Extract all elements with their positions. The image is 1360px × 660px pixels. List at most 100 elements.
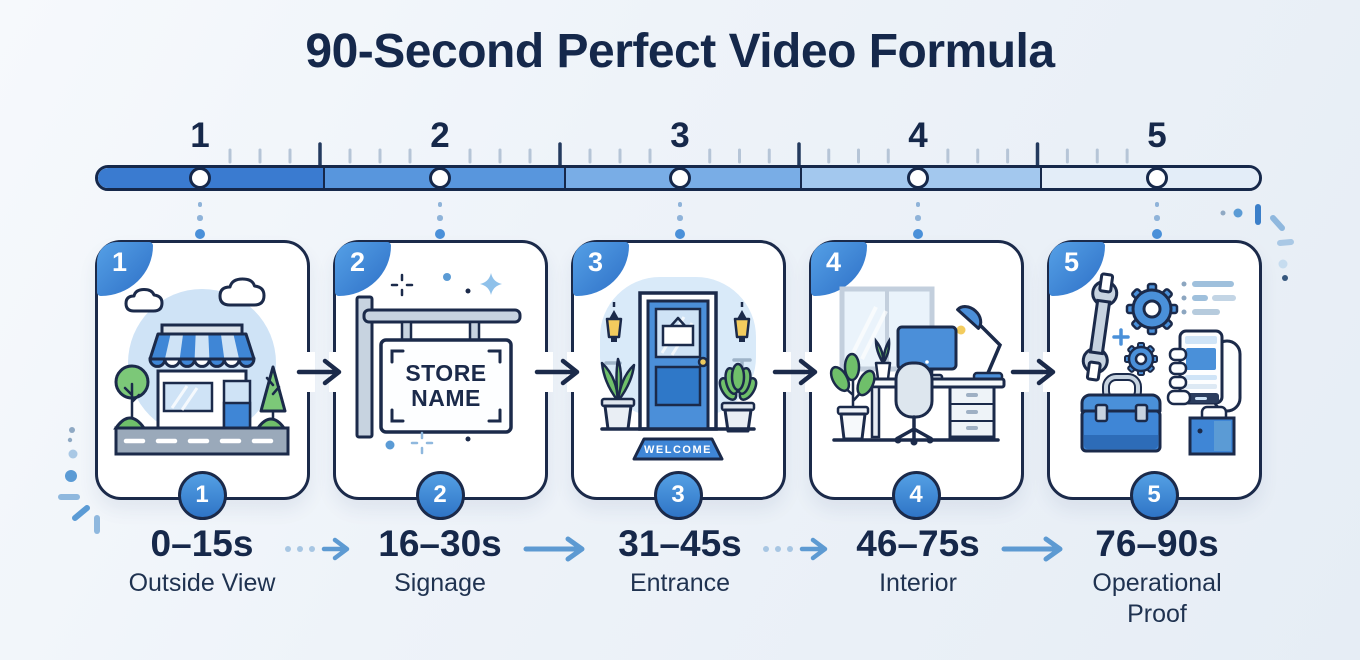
gear-icon [1124, 342, 1158, 376]
gear-icon [1125, 282, 1179, 336]
potted-plant-icon [718, 362, 758, 433]
step-caption: 31–45s Entrance [565, 524, 795, 599]
step-corner-number: 5 [1064, 247, 1080, 277]
lantern-icon [733, 302, 751, 342]
step-label: Interior [879, 569, 957, 597]
step-label: Signage [394, 569, 486, 597]
step-card-signage: 2 STORE NAME 2 [333, 240, 548, 520]
step-time: 46–75s [856, 523, 980, 564]
office-chair-icon [894, 361, 934, 446]
connector-dots [912, 200, 924, 242]
store-sign-text-line1: STORE [405, 360, 486, 386]
store-sign-text-line2: NAME [411, 385, 481, 411]
step-number-badge: 5 [1129, 471, 1179, 520]
next-step-arrow-icon [534, 352, 579, 392]
page-title: 90-Second Perfect Video Formula [305, 25, 1055, 78]
step-time: 0–15s [150, 523, 254, 564]
step-card-operational-proof: 5 [1047, 240, 1262, 520]
step-caption: 46–75s Interior [803, 524, 1033, 599]
sign-board [379, 338, 513, 434]
lantern-icon [605, 302, 623, 342]
plus-icon [1112, 328, 1130, 346]
tools-and-phone-illustration [1080, 272, 1242, 456]
step-label: Operational Proof [1092, 569, 1222, 628]
sign-crossbar [362, 308, 522, 324]
step-number-badge: 1 [177, 471, 227, 520]
step-caption: 0–15s Outside View [87, 524, 317, 599]
desk-drawers [948, 385, 996, 439]
next-step-arrow-icon [1010, 352, 1055, 392]
step-corner-badge: 3 [573, 242, 629, 296]
solid-arrow-icon [518, 531, 602, 567]
timeline-marker-number: 5 [1147, 116, 1167, 155]
sparkle-dot [465, 288, 471, 294]
storefront-illustration [113, 277, 290, 456]
sparkle-decoration-left [58, 427, 100, 534]
step-corner-number: 3 [588, 247, 604, 277]
sign-corner-brackets [390, 349, 502, 423]
cloud-icon [218, 277, 266, 307]
step-number-badge: 4 [891, 471, 941, 520]
step-label: Outside View [128, 569, 276, 597]
step-card-outside-view: 1 [95, 240, 310, 520]
step-card-entrance: 3 [571, 240, 786, 520]
step-corner-number: 4 [826, 247, 842, 277]
sparkle-icon [390, 273, 414, 297]
step-corner-number: 2 [350, 247, 366, 277]
welcome-mat: WELCOME [632, 437, 724, 461]
entrance-door-illustration: WELCOME [600, 277, 758, 461]
connector-dots [1151, 200, 1163, 242]
sparkle-dot [465, 436, 471, 442]
timeline-ticks [228, 142, 1129, 168]
solid-arrow-icon [996, 531, 1080, 567]
step-corner-number: 1 [112, 247, 128, 277]
timeline-marker-number: 4 [908, 116, 928, 155]
door-sign [661, 324, 695, 347]
cloud-icon [124, 288, 164, 313]
sparkle-icon [410, 431, 434, 455]
timeline-marker-dot [668, 167, 691, 189]
step-corner-badge: 1 [97, 242, 153, 296]
step-label: Entrance [629, 569, 731, 597]
timeline-marker-dot [188, 167, 211, 189]
checklist-icon [1181, 281, 1236, 315]
step-time: 31–45s [618, 523, 742, 564]
timeline-marker-dot [906, 167, 929, 189]
sign-pole [355, 295, 374, 439]
step-card-interior: 4 [809, 240, 1024, 520]
step-number-badge: 2 [415, 471, 465, 520]
timeline-marker-number: 3 [670, 116, 690, 155]
connector-dots [674, 200, 686, 242]
tree-icon [114, 364, 150, 430]
step-number-badge: 3 [653, 471, 703, 520]
awning-icon [148, 332, 256, 368]
connector-dots [194, 200, 206, 242]
next-step-arrow-icon [296, 352, 341, 392]
step-time: 76–90s [1095, 523, 1219, 564]
door-panel [654, 365, 702, 407]
timeline-segment-1 [98, 168, 323, 188]
toolbox-icon [1080, 373, 1162, 453]
dotted-arrow-icon [757, 531, 841, 567]
star-icon [480, 273, 502, 295]
welcome-mat-text: WELCOME [644, 444, 712, 456]
wrench-icon [1081, 272, 1119, 382]
sparkle-dot [443, 273, 451, 281]
hand-holding-phone-icon [1166, 329, 1242, 456]
step-time: 16–30s [378, 523, 502, 564]
next-step-arrow-icon [772, 352, 817, 392]
step-caption: 16–30s Signage [325, 524, 555, 599]
connector-dots [434, 200, 446, 242]
store-sign-illustration: STORE NAME [355, 273, 522, 455]
dotted-arrow-icon [279, 531, 363, 567]
timeline-marker-dot [1145, 167, 1168, 189]
floor-plant-icon [829, 352, 876, 441]
sparkle-decoration-right [1220, 204, 1294, 281]
timeline-marker-number: 2 [430, 116, 450, 155]
office-interior-illustration [829, 286, 1006, 446]
door-knob [697, 356, 709, 368]
step-caption: 76–90s Operational Proof [1042, 524, 1272, 630]
timeline-marker-number: 1 [190, 116, 210, 155]
timeline-marker-dot [428, 167, 451, 189]
